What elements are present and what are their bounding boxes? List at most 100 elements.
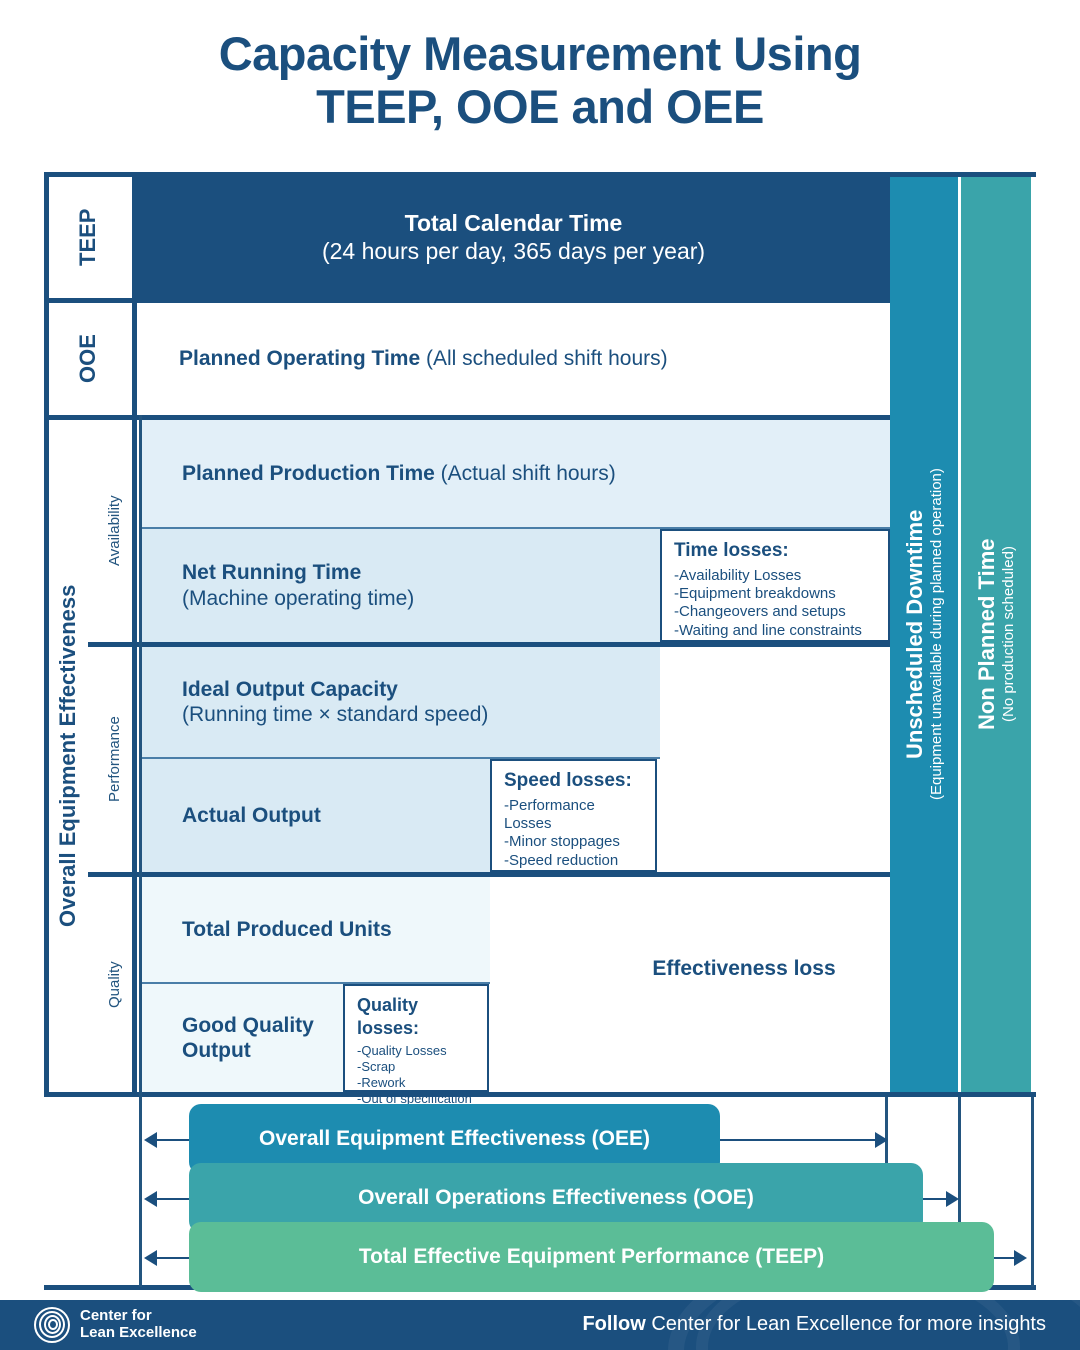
bar-teep-label: Total Effective Equipment Performance (T… [358,1245,825,1268]
arrow-right-oee [875,1132,888,1148]
capacity-diagram: TEEP OOE Overall Equipment Effectiveness… [44,172,1036,1292]
unscheduled-downtime-subtitle: (Equipment unavailable during planned op… [928,468,945,801]
lossbox-time-losses: Time losses: -Availability Losses -Equip… [660,529,890,642]
box-total-calendar-time: Total Calendar Time (24 hours per day, 3… [137,177,890,298]
planned-operating-time-subtitle: (All scheduled shift hours) [426,347,668,371]
rule-left-inner [132,172,137,1097]
spine-label-oee: Overall Equipment Effectiveness [44,420,92,1092]
spine-availability-text: Availability [106,495,123,567]
bar-oee-label: Overall Equipment Effectiveness (OEE) [259,1127,650,1150]
box-actual-output: Actual Output [142,759,490,872]
spine-label-ooe: OOE [44,303,132,415]
rule-ioc-ao [142,757,660,759]
arrow-line-oee-left [154,1139,194,1141]
non-planned-time-group: Non Planned Time (No production schedule… [974,539,1018,731]
time-losses-item-2: -Changeovers and setups [674,603,846,621]
quality-losses-item-2: -Rework [357,1074,406,1090]
title-line-1: Capacity Measurement Using [218,27,862,80]
brand-name: Center for Lean Excellence [80,1307,197,1342]
spine-ooe-text: OOE [75,334,100,384]
spine-quality-text: Quality [106,961,123,1008]
lossbox-quality-losses: Quality losses: -Quality Losses -Scrap -… [343,984,489,1121]
brand-line-1: Center for [80,1307,152,1325]
time-losses-heading: Time losses: [674,540,789,561]
speed-losses-item-1: -Minor stoppages [504,833,620,851]
time-losses-item-3: -Waiting and line constraints [674,621,862,639]
total-calendar-time-title: Total Calendar Time [404,209,623,236]
bar-teep: Total Effective Equipment Performance (T… [189,1222,994,1292]
rule-top [44,172,1036,177]
rule-bars-right [958,1097,961,1287]
spiral-logo-icon [34,1307,70,1343]
arrow-line-ooe-left [154,1198,194,1200]
box-planned-operating-time: Planned Operating Time (All scheduled sh… [137,303,890,415]
spine-label-availability: Availability [92,420,137,642]
brand-line-2: Lean Excellence [80,1324,197,1341]
ideal-output-capacity-subtitle: (Running time × standard speed) [182,703,489,726]
column-unscheduled-downtime: Unscheduled Downtime (Equipment unavaila… [890,177,958,1092]
arrow-left-oee [144,1132,157,1148]
planned-production-time-title: Planned Production Time [182,461,435,485]
follow-bold-text: Follow [582,1313,646,1335]
arrow-right-ooe [946,1191,959,1207]
brand-logo: Center for Lean Excellence [34,1307,197,1343]
column-non-planned-time: Non Planned Time (No production schedule… [961,177,1031,1092]
time-losses-item-0: -Availability Losses [674,566,802,584]
arrow-line-oee-right [720,1139,878,1141]
box-planned-production-time: Planned Production Time (Actual shift ho… [142,420,890,527]
bar-ooe-label: Overall Operations Effectiveness (OOE) [358,1186,754,1209]
arrow-left-teep [144,1250,157,1266]
planned-production-time-subtitle: (Actual shift hours) [440,461,616,485]
planned-operating-time-line: Planned Operating Time (All scheduled sh… [179,346,876,371]
ideal-output-capacity-title: Ideal Output Capacity [182,677,398,701]
arrow-right-teep [1014,1250,1027,1266]
follow-cta: Follow Center for Lean Excellence for mo… [582,1313,1046,1336]
rule-left-outer [44,172,49,1097]
spine-label-quality: Quality [92,877,137,1092]
speed-losses-heading: Speed losses: [504,770,632,791]
box-ideal-output-capacity: Ideal Output Capacity (Running time × st… [142,647,660,757]
speed-losses-item-2: -Speed reduction [504,851,619,869]
box-total-produced-units: Total Produced Units [142,877,490,982]
rule-column-divider [139,415,142,1097]
arrow-line-teep-left [154,1257,194,1259]
total-calendar-time-subtitle: (24 hours per day, 365 days per year) [321,237,706,264]
spine-oee-text: Overall Equipment Effectiveness [55,584,80,928]
footer-bar: Center for Lean Excellence Follow Center… [0,1300,1080,1350]
page-title: Capacity Measurement Using TEEP, OOE and… [0,27,1080,133]
unscheduled-downtime-group: Unscheduled Downtime (Equipment unavaila… [902,469,946,801]
rule-tpu-gqo [142,982,490,984]
bar-ooe: Overall Operations Effectiveness (OOE) [189,1163,923,1233]
spine-label-teep: TEEP [44,177,132,298]
planned-operating-time-title: Planned Operating Time [179,347,421,371]
total-produced-units-title: Total Produced Units [182,917,392,941]
non-planned-time-subtitle: (No production scheduled) [1000,546,1017,723]
good-quality-output-title: Good Quality Output [182,1013,314,1062]
rule-right-outer [1031,1097,1034,1287]
box-net-running-time: Net Running Time (Machine operating time… [142,529,660,642]
rule-ppt-nrt [142,527,890,529]
rule-bars-left [139,1097,142,1287]
planned-production-time-line: Planned Production Time (Actual shift ho… [182,461,876,486]
title-line-2: TEEP, OOE and OEE [316,79,764,133]
quality-losses-heading: Quality losses: [357,995,420,1038]
lossbox-speed-losses: Speed losses: -Performance Losses -Minor… [490,759,657,872]
net-running-time-subtitle: (Machine operating time) [182,586,415,610]
speed-losses-item-0: -Performance Losses [504,796,595,833]
rule-performance-quality [88,872,890,877]
non-planned-time-title: Non Planned Time [974,538,999,731]
bar-oee: Overall Equipment Effectiveness (OEE) [189,1104,720,1174]
arrow-line-ooe-right [923,1198,948,1200]
actual-output-title: Actual Output [182,803,321,827]
spine-label-performance: Performance [92,647,137,872]
time-losses-item-1: -Equipment breakdowns [674,585,836,603]
arrow-line-teep-right [994,1257,1016,1259]
net-running-time-title: Net Running Time [182,561,362,585]
effectiveness-loss-label: Effectiveness loss [652,957,836,980]
rule-ooe-oee [44,415,890,420]
quality-losses-item-0: -Quality Losses [357,1043,447,1058]
arrow-left-ooe [144,1191,157,1207]
unscheduled-downtime-title: Unscheduled Downtime [902,509,927,760]
spine-performance-text: Performance [106,716,123,803]
rule-availability-performance [88,642,890,647]
